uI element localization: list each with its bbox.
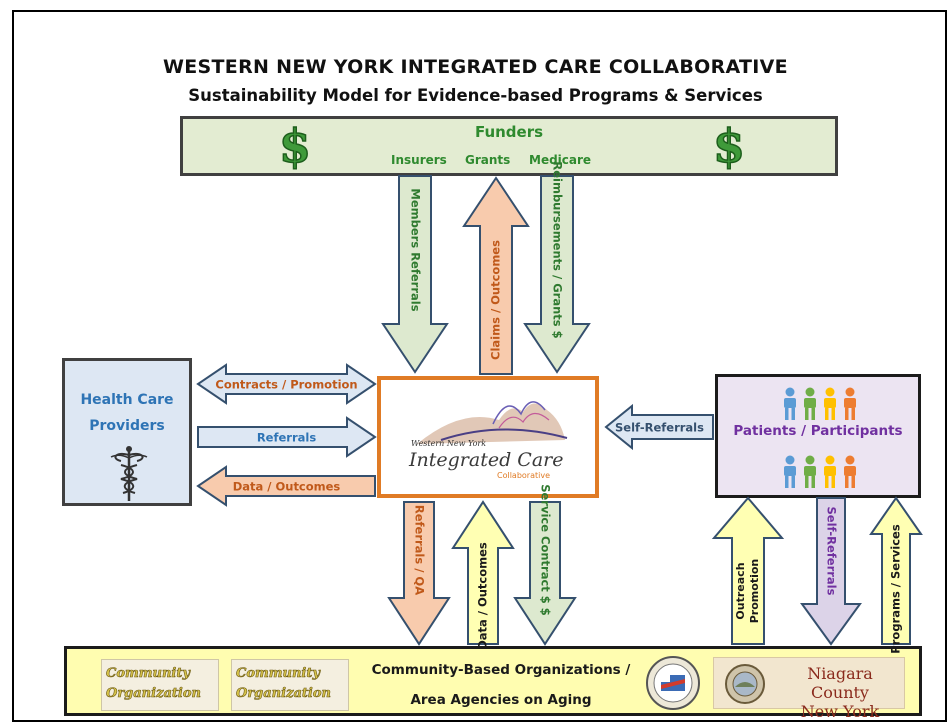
community-logo-2-line1: Community [236,666,321,682]
reimbursements-arrow: Reimbursements / Grants $ [523,161,591,374]
dollar-sign-icon-left: $ [278,119,312,173]
funders-medicare: Medicare [529,153,592,167]
county-seal-icon [646,656,700,710]
community-logo-1-line2: Organization [106,686,202,702]
self-referrals-down-arrow: Self-Referrals [800,497,862,646]
community-organizations-box: Community Organization Community Organiz… [64,646,922,721]
reimbursements-arrow-label: Reimbursements / Grants $ [551,161,565,338]
community-organizations-label: Community-Based Organizations / Area Age… [331,655,671,715]
funders-grants: Grants [465,153,511,167]
funders-box: $ Funders Insurers Grants Medicare $ [180,116,838,176]
people-icon-bottom [784,455,856,488]
people-icon-top [784,387,856,420]
data-outcomes-left-arrow: Data / Outcomes [196,465,376,507]
community-logo-2-line2: Organization [236,686,332,702]
diagram-title: WESTERN NEW YORK INTEGRATED CARE COLLABO… [163,56,788,78]
referrals-arrow: Referrals [197,416,377,458]
logo-small-text: Western New York [411,439,486,448]
service-contract-arrow: Service Contract $ $ [513,484,577,646]
contracts-promotion-arrow-label: Contracts / Promotion [215,378,357,392]
integrated-care-logo: Western New York Integrated Care Collabo… [408,401,568,480]
members-referrals-arrow: Members Referrals [381,175,449,374]
niagara-line1: Niagara County [807,664,873,702]
cbo-label-line1: Community-Based Organizations / [371,662,631,678]
claims-outcomes-arrow-label: Claims / Outcomes [489,240,503,360]
referrals-arrow-label: Referrals [257,431,317,445]
referrals-qa-arrow: Referrals / QA [387,501,451,646]
hcp-label-line2: Providers [89,418,165,434]
promotion-label: Promotion [748,559,761,623]
person-figure [804,455,816,488]
health-care-providers-box: Health Care Providers [62,358,192,506]
self-referrals-down-arrow-label: Self-Referrals [825,507,839,596]
funders-label: Funders [474,123,544,141]
data-outcomes-up-arrow: Data / Outcomes [451,500,515,650]
cbo-label-line2: Area Agencies on Aging [410,692,592,708]
service-contract-arrow-label: Service Contract $ $ [539,484,553,616]
niagara-line2: New York [800,702,880,721]
members-referrals-arrow-label: Members Referrals [409,188,423,311]
hcp-label-line1: Health Care [80,392,174,408]
claims-outcomes-arrow: Claims / Outcomes [462,176,530,375]
person-figure [844,387,856,420]
person-figure [824,455,836,488]
caduceus-icon [110,446,148,501]
person-figure [804,387,816,420]
community-organization-logo-1: Community Organization [101,659,219,711]
contracts-promotion-arrow: Contracts / Promotion [196,363,377,405]
person-figure [844,455,856,488]
community-logo-1-line1: Community [106,666,191,682]
data-outcomes-up-arrow-label: Data / Outcomes [476,542,490,650]
patients-participants-box: Patients / Participants [715,374,921,498]
outreach-label: Outreach [734,562,747,619]
data-outcomes-left-arrow-label: Data / Outcomes [233,480,341,494]
person-figure [784,387,796,420]
self-referrals-in-arrow-label: Self-Referrals [615,421,704,435]
programs-services-arrow-label: Programs / Services [889,524,903,654]
funders-insurers: Insurers [391,153,447,167]
patients-participants-label: Patients / Participants [733,423,903,439]
programs-services-arrow: Programs / Services [869,496,923,654]
referrals-qa-arrow-label: Referrals / QA [413,505,427,595]
diagram-subtitle: Sustainability Model for Evidence-based … [188,86,763,105]
niagara-county-logo: Niagara County New York [713,657,905,721]
logo-main-text: Integrated Care [408,449,563,471]
niagara-seal-icon [725,664,765,704]
person-figure [824,387,836,420]
dollar-sign-icon-right: $ [712,119,746,173]
person-figure [784,455,796,488]
integrated-care-logo-box: Western New York Integrated Care Collabo… [377,376,599,498]
self-referrals-in-arrow: Self-Referrals [604,403,714,451]
health-care-providers-label: Health Care Providers [65,387,189,439]
logo-sub-text: Collaborative [497,471,550,480]
niagara-county-text: Niagara County New York [778,664,902,721]
community-organization-logo-2: Community Organization [231,659,349,711]
